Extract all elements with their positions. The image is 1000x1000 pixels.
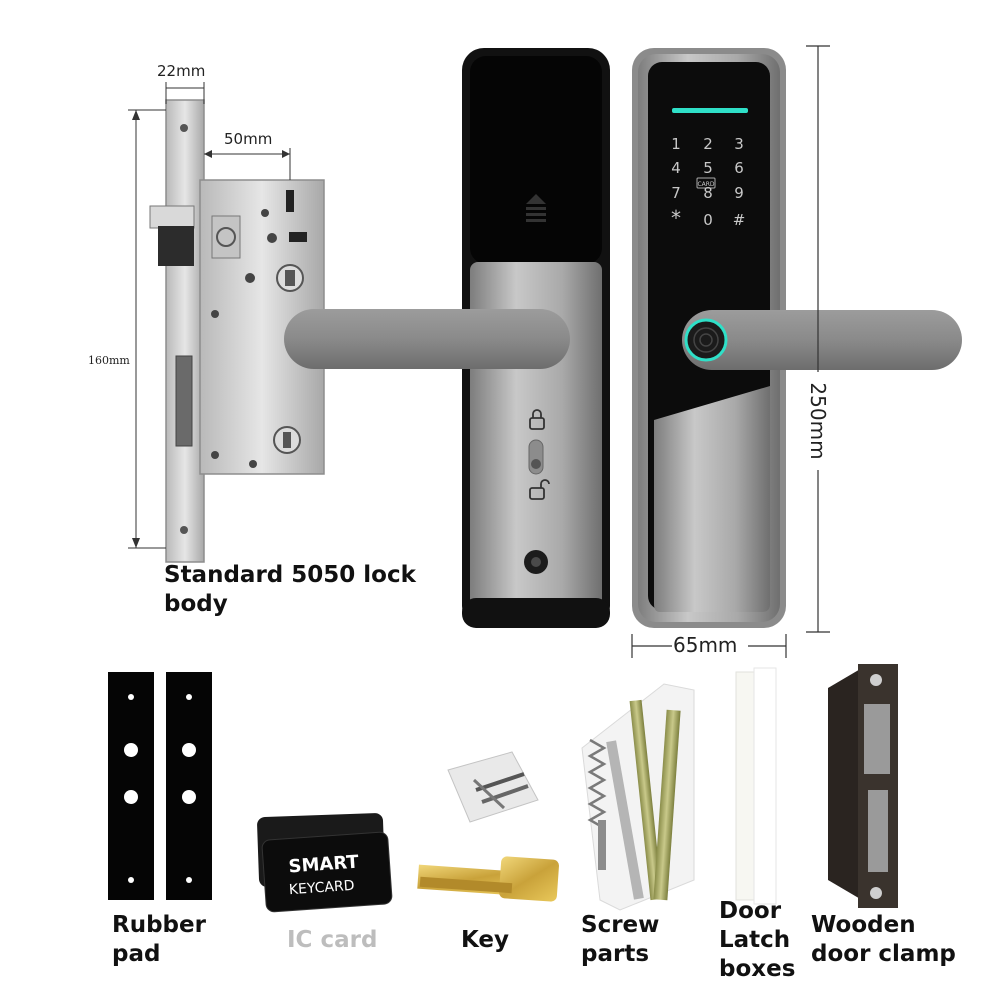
key-caption: Key (461, 927, 510, 953)
screw-parts-caption-line1: Screw (581, 912, 660, 938)
keypad-key: 6 (734, 159, 744, 177)
strike-plate (828, 664, 898, 908)
keypad-key: * (671, 206, 681, 230)
keypad-key: 1 (671, 135, 681, 153)
door-latch-caption: Door Latch boxes (719, 897, 795, 984)
width-dimension-line (631, 634, 787, 658)
rubber-pad-caption-line2: pad (112, 941, 161, 967)
keypad-key: 9 (734, 184, 744, 202)
door-latch-caption-line3: boxes (719, 956, 796, 982)
keypad-key: 7 (671, 184, 681, 202)
interior-lever (284, 309, 570, 369)
padlock-closed-icon (529, 409, 545, 430)
lock-body-caption-line1: Standard 5050 lock (164, 562, 416, 588)
padlock-open-icon (529, 479, 550, 500)
door-latch-caption-line1: Door (719, 898, 782, 924)
lock-body-caption-line2: body (164, 591, 228, 617)
handle-height-label: 250mm (806, 382, 830, 460)
height-dimension-line (806, 45, 830, 633)
door-clamp-caption-line1: Wooden (811, 912, 916, 938)
screw-parts-caption-line2: parts (581, 941, 650, 967)
door-clamp-caption-line2: door clamp (811, 941, 956, 967)
lock-body-caption: Standard 5050 lock body (164, 561, 416, 619)
keypad-key: 0 (703, 211, 713, 229)
keypad-key: 2 (703, 135, 713, 153)
keypad-card-icon-text: CARD (697, 181, 714, 188)
keypad-key: # (733, 211, 746, 229)
exterior-lever (682, 310, 962, 370)
keys-and-screws (417, 751, 559, 902)
keypad-key: 4 (671, 159, 681, 177)
door-latch-caption-line2: Latch (719, 927, 791, 953)
lock-body-height-label: 160mm (88, 354, 130, 367)
keyhole-icon (524, 550, 548, 574)
eject-up-icon (526, 194, 546, 222)
keypad-indicator-bar (672, 108, 748, 113)
faceplate-width-label: 22mm (157, 62, 206, 80)
backset-label: 50mm (224, 130, 273, 148)
rubber-pads (108, 672, 212, 900)
rubber-pad-caption-line1: Rubber (112, 912, 206, 938)
keycard-line1: SMART (288, 852, 360, 878)
keypad-key: 8 (703, 184, 713, 202)
handle-width-label: 65mm (673, 633, 738, 657)
keypad-key: 5 (703, 159, 713, 177)
screw-parts (581, 683, 695, 911)
ic-cards: SMART KEYCARD (257, 813, 393, 913)
keycard-line2: KEYCARD (288, 878, 355, 899)
rubber-pad-caption: Rubber pad (112, 911, 206, 969)
keypad: 1 2 3 4 5 6 7 8 9 * 0 # CARD (671, 135, 745, 230)
door-clamp-caption: Wooden door clamp (811, 911, 956, 969)
ic-card-caption: IC card (287, 927, 378, 953)
door-latch-box (735, 667, 777, 905)
keypad-key: 3 (734, 135, 744, 153)
screw-parts-caption: Screw parts (581, 911, 659, 969)
